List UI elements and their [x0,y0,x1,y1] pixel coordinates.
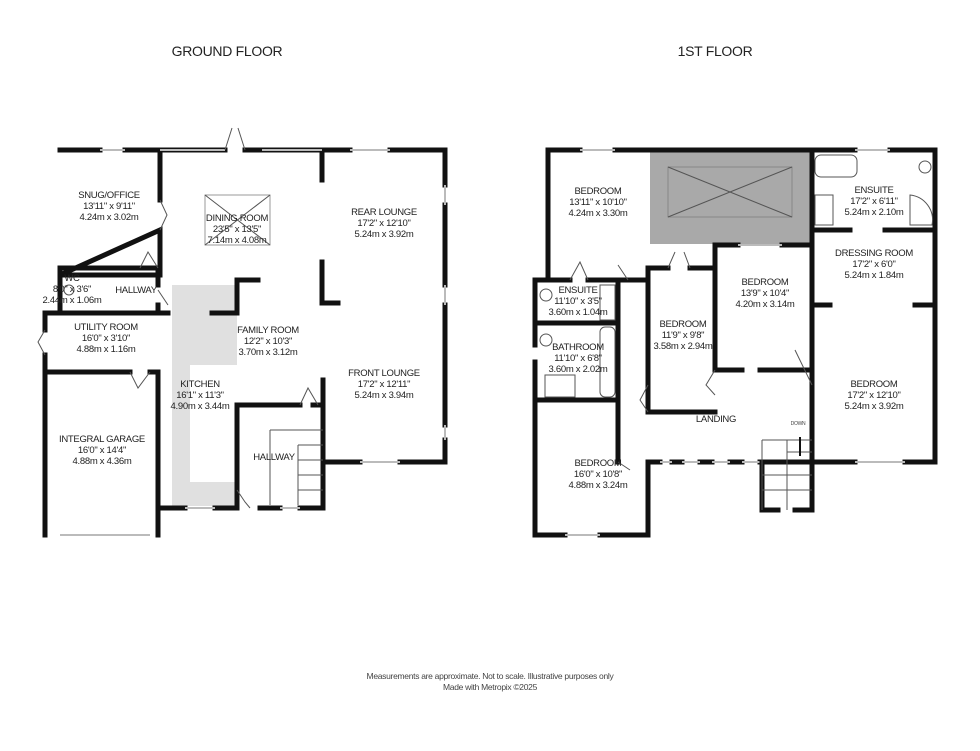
room-label: HALLWAY [253,452,296,463]
room-name: LANDING [696,414,736,425]
room-metric: 3.58m x 2.94m [654,341,713,352]
room-name: INTEGRAL GARAGE [59,434,145,445]
room-metric: 4.90m x 3.44m [171,401,230,412]
room-name: ENSUITE [854,185,893,196]
room-name: WC [64,273,80,284]
room-metric: 4.24m x 3.02m [80,212,139,223]
bath-icon [599,326,616,398]
void-area [650,152,810,244]
room-name: BEDROOM [575,186,622,197]
room-imperial: 13'11" x 10'10" [569,197,626,208]
room-metric: 7.14m x 4.08m [208,235,267,246]
room-imperial: 13'9" x 10'4" [741,288,789,299]
kitchen-counter [172,365,190,505]
room-label: HALLWAY [115,285,158,296]
room-imperial: 11'9" x 9'8" [662,330,705,341]
room-metric: 3.70m x 3.12m [239,347,298,358]
room-imperial: 17'2" x 6'0" [852,259,895,270]
credit: Made with Metropix ©2025 [443,682,538,692]
room-metric: 4.88m x 1.16m [77,344,136,355]
room-name: FAMILY ROOM [237,325,299,336]
room-imperial: 17'2" x 6'11" [850,196,898,207]
first-floor-plan: DOWN [532,147,938,538]
kitchen-counter [172,482,237,506]
room-name: HALLWAY [253,452,296,463]
roof-lantern [667,166,793,218]
room-metric: 5.24m x 1.84m [845,270,904,281]
room-imperial: 11'10" x 3'5" [554,296,602,307]
ground-floor-title: GROUND FLOOR [172,43,283,59]
room-imperial: 17'2" x 12'10" [847,390,900,401]
room-imperial: 16'0" x 14'4" [78,445,126,456]
bath-icon [814,154,858,178]
room-imperial: 17'2" x 12'11" [358,379,410,390]
room-name: BEDROOM [742,277,789,288]
room-name: HALLWAY [115,285,158,296]
ground-floor-plan [37,127,448,538]
room-name: ENSUITE [558,285,597,296]
room-metric: 3.60m x 2.02m [549,364,608,375]
room-metric: 5.24m x 3.94m [355,390,414,401]
room-name: DRESSING ROOM [835,248,913,259]
room-imperial: 16'1" x 11'3" [176,390,224,401]
room-imperial: 13'11" x 9'11" [83,201,135,212]
stair-label: DOWN [791,421,806,427]
room-metric: 5.24m x 3.92m [845,401,904,412]
room-imperial: 12'2" x 10'3" [244,336,292,347]
room-imperial: 16'0" x 3'10" [82,333,130,344]
room-name: REAR LOUNGE [351,207,417,218]
room-imperial: 23'5" x 13'5" [213,224,261,235]
room-name: FRONT LOUNGE [348,368,420,379]
room-name: SNUG/OFFICE [78,190,140,201]
room-metric: 2.44m x 1.06m [43,295,102,306]
disclaimer: Measurements are approximate. Not to sca… [367,671,615,681]
roof-lantern [204,194,271,246]
room-metric: 4.88m x 4.36m [73,456,132,467]
room-imperial: 17'2" x 12'10" [357,218,410,229]
room-imperial: 8'0" x 3'6" [53,284,91,295]
room-name: DINING ROOM [206,213,269,224]
room-name: BEDROOM [851,379,898,390]
room-name: BEDROOM [575,458,622,469]
room-metric: 4.24m x 3.30m [569,208,628,219]
room-name: BEDROOM [660,319,707,330]
room-name: BATHROOM [552,342,604,353]
room-imperial: 11'10" x 6'8" [554,353,602,364]
room-label: LANDING [696,414,736,425]
room-metric: 4.20m x 3.14m [736,299,795,310]
room-metric: 5.24m x 2.10m [845,207,904,218]
room-name: UTILITY ROOM [74,322,138,333]
first-floor-title: 1ST FLOOR [678,43,753,59]
kitchen-island [172,285,237,365]
room-metric: 4.88m x 3.24m [569,480,628,491]
room-name: KITCHEN [180,379,220,390]
room-imperial: 16'0" x 10'8" [574,469,622,480]
room-metric: 3.60m x 1.04m [549,307,608,318]
room-metric: 5.24m x 3.92m [355,229,414,240]
